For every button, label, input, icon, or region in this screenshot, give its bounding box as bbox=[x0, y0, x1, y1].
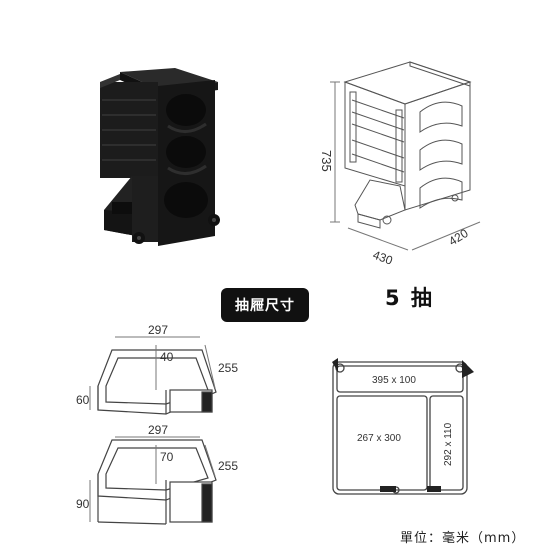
shallow-height-label: 60 bbox=[76, 393, 90, 407]
shallow-inner-label: 40 bbox=[160, 350, 174, 364]
corner-marker-icon bbox=[462, 360, 474, 378]
shallow-drawer-diagram bbox=[89, 336, 217, 415]
deep-depth-label: 255 bbox=[218, 459, 238, 473]
trolley-body bbox=[100, 68, 218, 246]
deep-drawer-diagram bbox=[89, 436, 217, 525]
shallow-depth-label: 255 bbox=[218, 361, 238, 375]
height-label: 735 bbox=[319, 150, 334, 172]
drawer-count: 5 抽 bbox=[385, 286, 434, 310]
top-tray-label: 395 x 100 bbox=[372, 375, 416, 386]
main-tray-label: 267 x 300 bbox=[357, 433, 401, 444]
drawer-size-badge: 抽屜尺寸 bbox=[221, 288, 309, 322]
shallow-width-label: 297 bbox=[148, 323, 168, 337]
deep-height-label: 90 bbox=[76, 497, 90, 511]
deep-width-label: 297 bbox=[148, 423, 168, 437]
deep-inner-label: 70 bbox=[160, 450, 174, 464]
unit-note: 單位：毫米（mm） bbox=[400, 531, 526, 546]
width-label: 430 bbox=[371, 248, 395, 268]
side-tray-label: 292 x 110 bbox=[443, 422, 454, 466]
